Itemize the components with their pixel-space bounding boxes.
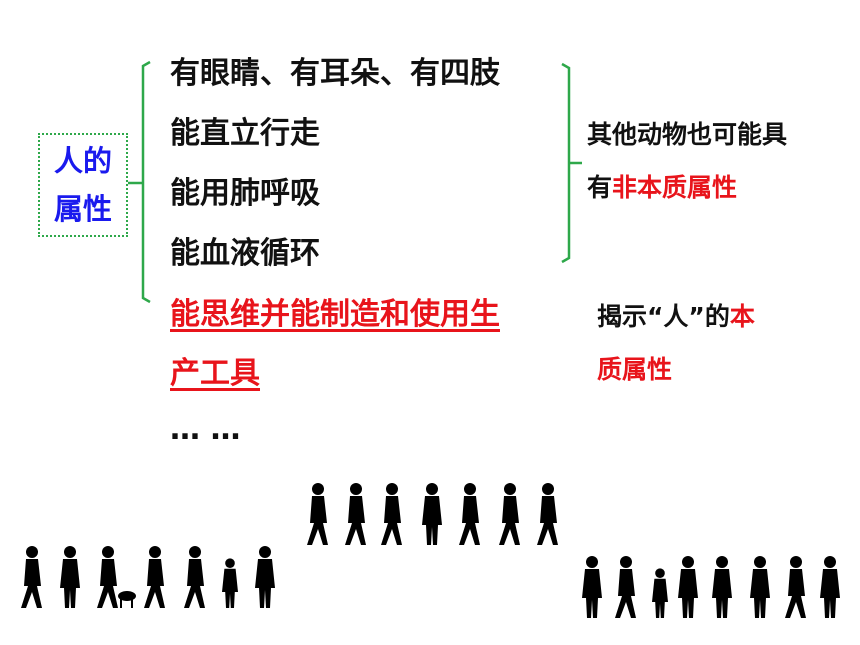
attribute-item-4: 能血液循环 [170, 236, 320, 271]
ellipsis: … … [170, 412, 241, 447]
note-nonessential-prefix: 有 [587, 173, 613, 202]
left-brace [141, 60, 151, 304]
note-essential-prefix: 揭示“人”的 [597, 302, 730, 331]
attribute-item-2: 能直立行走 [170, 116, 320, 151]
attribute-item-3: 能用肺呼吸 [170, 176, 320, 211]
note-nonessential-line2: 有非本质属性 [587, 168, 737, 204]
attribute-item-5-line2: 产工具 [170, 356, 260, 391]
note-nonessential-highlight: 非本质属性 [612, 173, 738, 202]
people-silhouettes-left [21, 546, 275, 608]
concept-box: 人的 属性 [38, 133, 128, 237]
concept-label-line1: 人的 [53, 144, 112, 178]
concept-label-line2: 属性 [53, 192, 112, 226]
note-essential-highlight: 本 [729, 302, 755, 331]
note-essential-line2: 质属性 [597, 355, 673, 384]
note-nonessential-line1: 其他动物也可能具 [587, 120, 788, 149]
people-silhouettes-center [307, 483, 558, 545]
attribute-item-1: 有眼睛、有耳朵、有四肢 [170, 56, 500, 91]
note-essential-line1: 揭示“人”的本 [597, 297, 755, 333]
attribute-item-5-line1: 能思维并能制造和使用生 [170, 297, 500, 332]
people-silhouettes-right [582, 556, 840, 618]
